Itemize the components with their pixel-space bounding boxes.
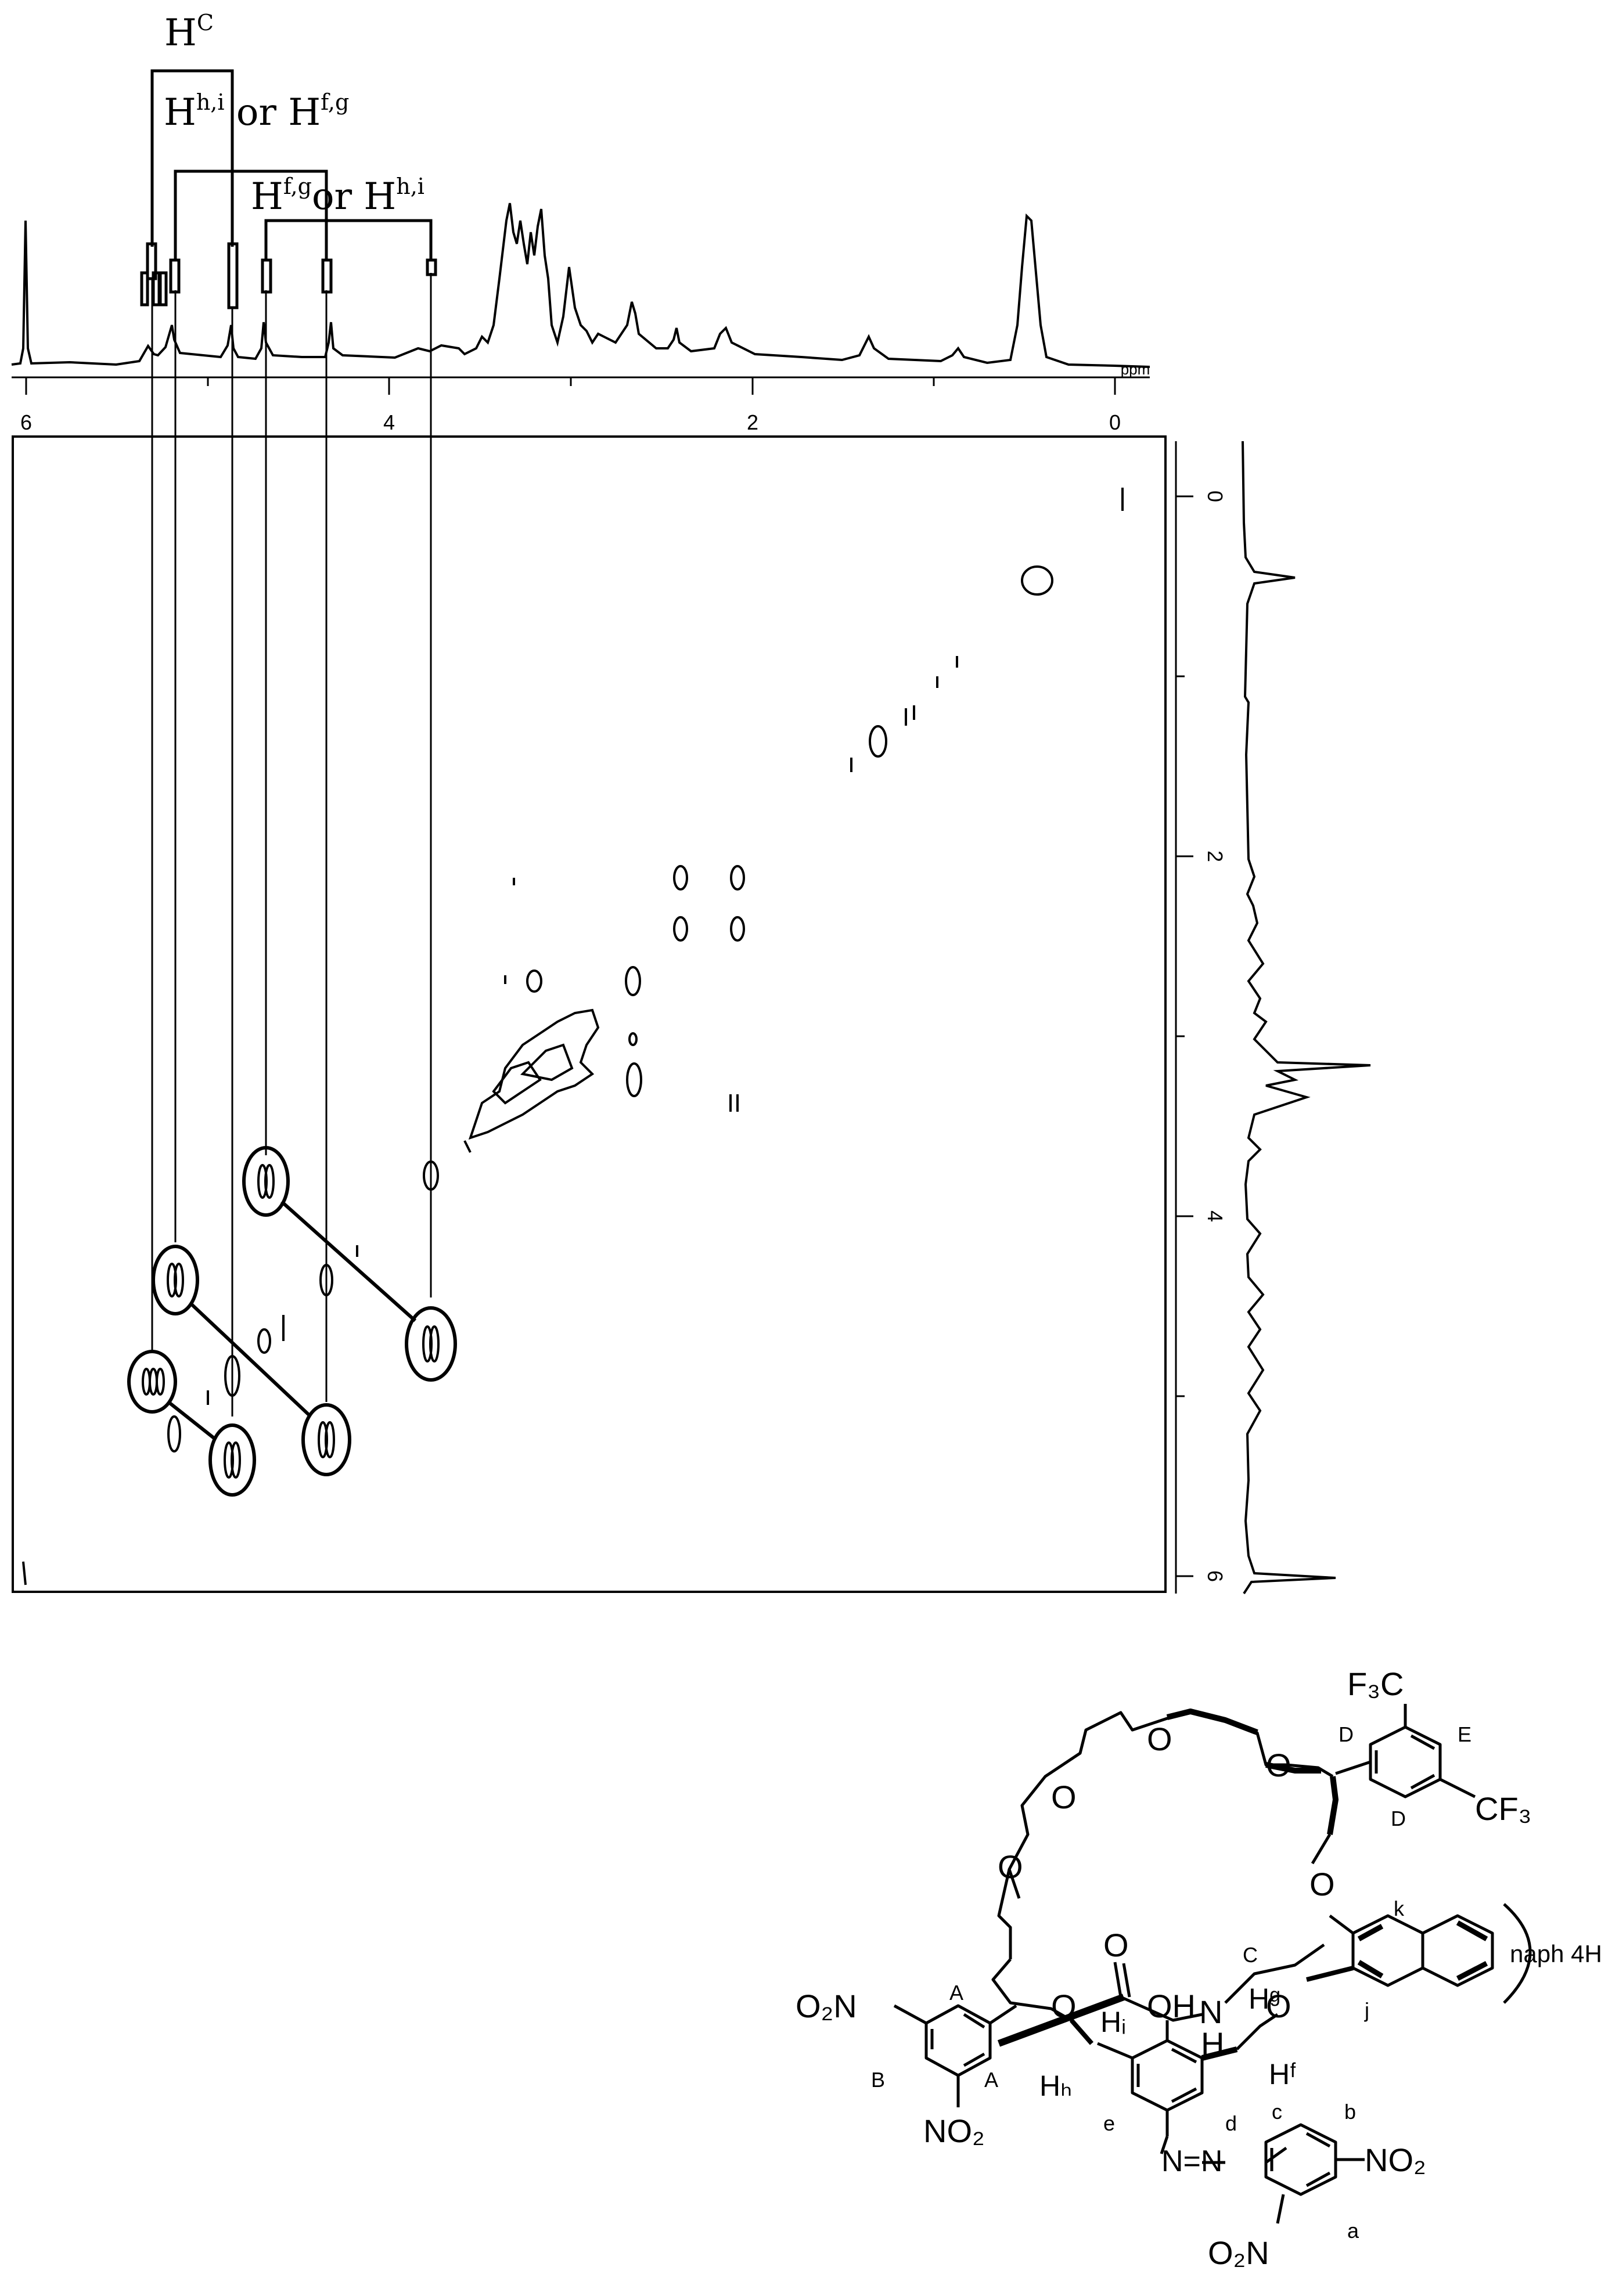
no2-right-label: NO₂ [1365,2142,1426,2178]
side-tick-0: 0 [1203,491,1227,502]
ether-o-5: O [1051,1988,1077,2024]
amide-h-label: H [1201,2025,1224,2062]
label-k: k [1394,1897,1405,1920]
oh-label: OH [1147,1988,1196,2024]
label-Hh: Hₕ [1039,2070,1072,2102]
label-A-low: A [984,2068,998,2092]
top-tick-0: 0 [1109,410,1121,434]
ether-o-4: O [1266,1747,1291,1783]
side-tick-6: 6 [1203,1570,1227,1582]
structure-labels: O₂N NO₂ F₃C CF₃ NO₂ O₂N OH N H N=N naph … [796,1666,1602,2271]
top-axis-ticks [25,377,1116,395]
label-E: E [1458,1722,1472,1746]
top-tick-6: 6 [20,410,32,434]
naph-label: naph 4H [1510,1940,1602,1967]
top-tick-2: 2 [747,410,758,434]
ether-o-3: O [1147,1721,1172,1757]
side-tick-4: 4 [1203,1210,1227,1222]
hfg-or-hhi-label: Hf,gor Hh,i [251,174,424,218]
diagonal-contours [22,488,1124,1585]
label-a: a [1347,2219,1359,2243]
side-tick-2: 2 [1203,850,1227,862]
label-j: j [1364,1998,1369,2022]
label-A-top: A [949,1981,963,2005]
annotation-labels: HC Hh,i or Hf,g Hf,gor Hh,i [164,10,424,218]
o2n-left-label: O₂N [796,1988,857,2024]
cosy-map-frame [12,435,1167,1593]
top-axis-unit: ppm [1121,361,1150,378]
hhi-bracket [174,170,328,261]
label-D-low: D [1391,1807,1406,1830]
cross-peak-circles [127,1146,457,1497]
no2-bottom-left-label: NO₂ [923,2113,985,2149]
hc-label: HC [164,10,214,55]
label-D-top: D [1339,1722,1354,1746]
top-spectrum-trace [11,203,1150,368]
hfg-bracket [264,219,433,261]
label-d: d [1225,2111,1237,2135]
hhi-or-hfg-label: Hh,i or Hf,g [164,89,349,134]
f3c-label: F₃C [1347,1666,1404,1702]
label-Hf: Hᶠ [1269,2058,1297,2090]
label-e: e [1103,2111,1115,2135]
label-C: C [1243,1943,1258,1967]
side-axis-ticks [1176,495,1193,1577]
ether-o-2: O [1051,1779,1077,1815]
cf3-label: CF₃ [1475,1790,1531,1827]
hc-bracket [150,69,234,247]
amide-n-label: N [1199,1994,1222,2030]
label-Hg: Hᵍ [1249,1983,1280,2015]
label-B: B [871,2068,885,2092]
chemical-structure [893,1704,1532,2224]
ether-o-6: O [1309,1866,1335,1902]
o2n-bottom-label: O₂N [1208,2234,1269,2271]
ether-o-7: O [1266,1988,1291,2024]
cross-peak-contents [142,1164,440,1479]
top-1d-spectrum: 6 4 2 0 ppm [11,203,1150,434]
side-1d-spectrum: 0 2 4 6 [1175,441,1371,1595]
carbonyl-o-label: O [1103,1927,1129,1963]
top-tick-4: 4 [383,410,395,434]
label-c: c [1272,2100,1282,2124]
guide-lines [151,273,432,1416]
ether-o-1: O [998,1848,1023,1885]
side-spectrum-trace [1242,441,1371,1595]
azo-label: N=N [1161,2144,1222,2178]
label-Hi: Hᵢ [1100,2006,1126,2038]
label-b: b [1344,2100,1356,2124]
